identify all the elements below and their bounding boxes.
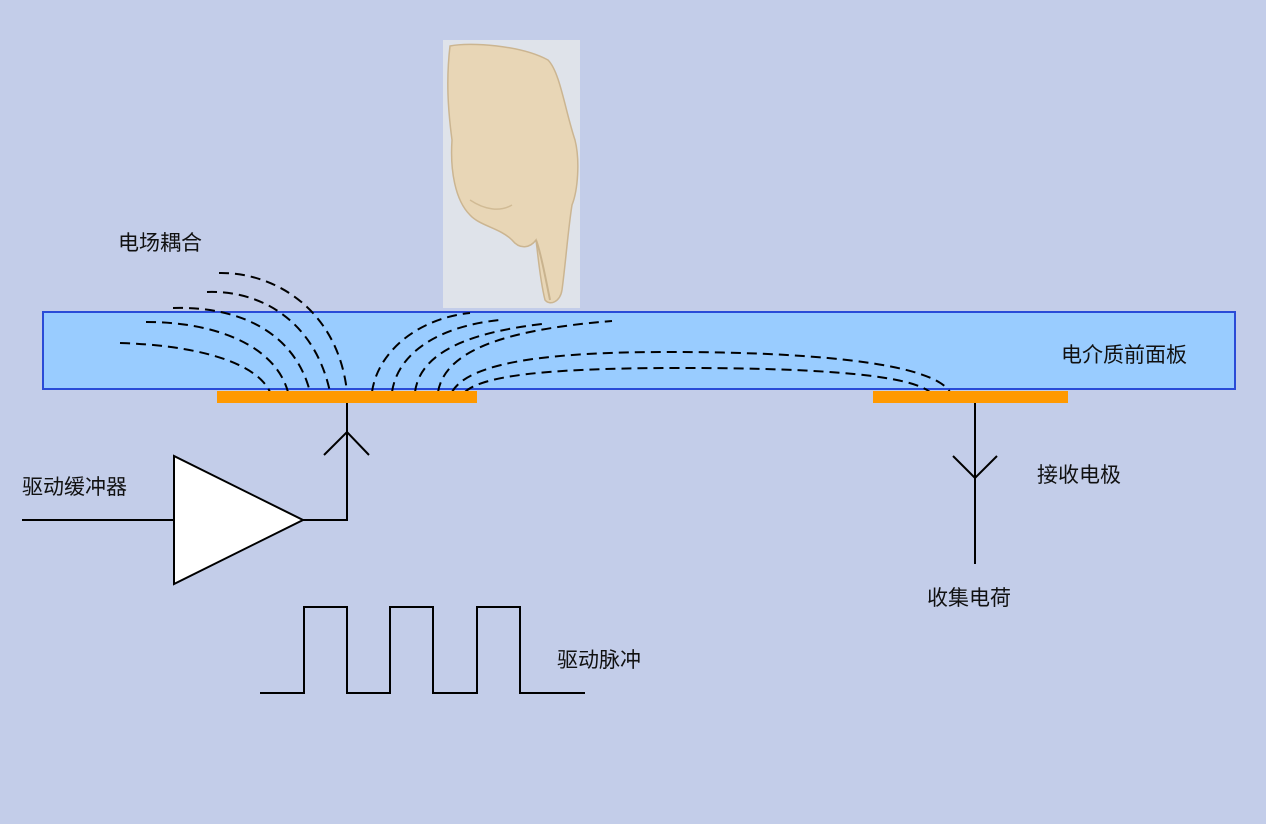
field-line [414, 323, 543, 393]
dielectric-panel-label: 电介质前面板 [1061, 343, 1187, 367]
field-line [119, 342, 271, 393]
receive-electrode-label: 接收电极 [1037, 463, 1121, 487]
field-line [172, 306, 311, 393]
arrow-up-icon [323, 430, 370, 456]
buffer-output-wire [303, 403, 348, 521]
receive-electrode-bar [873, 391, 1068, 403]
field-line [391, 319, 501, 393]
drive-pulse-waveform [260, 606, 585, 694]
drive-pulse-label: 驱动脉冲 [557, 648, 641, 672]
pointing-finger-icon [443, 40, 580, 308]
field-line [451, 350, 951, 393]
drive-buffer-label: 驱动缓冲器 [22, 475, 127, 499]
field-coupling-lines [119, 271, 951, 393]
field-line [464, 366, 931, 393]
field-line [371, 312, 471, 393]
arrow-down-icon [952, 455, 998, 480]
field-coupling-label: 电场耦合 [118, 231, 202, 255]
triangle-buffer-icon [173, 454, 306, 586]
dielectric-panel [42, 311, 1236, 390]
field-line [206, 290, 331, 393]
collect-charge-label: 收集电荷 [927, 586, 1011, 610]
field-line [145, 321, 289, 393]
field-line [218, 271, 348, 393]
field-line [437, 320, 613, 393]
drive-electrode [217, 391, 477, 403]
